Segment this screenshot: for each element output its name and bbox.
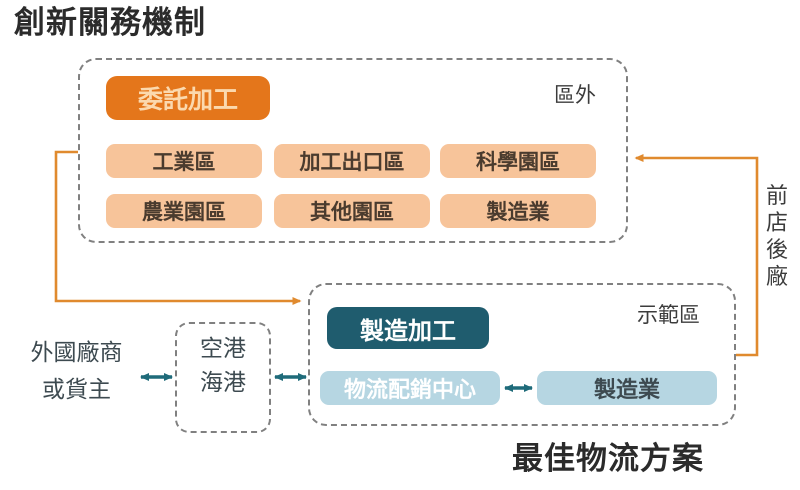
airport-label: 空港: [200, 336, 246, 362]
zone-outside-boundary: [78, 58, 628, 243]
front-shop-char-3: 後: [765, 238, 788, 263]
box-entrusted-processing[interactable]: 委託加工: [106, 76, 270, 120]
zone-demo-boundary: [308, 283, 736, 426]
box-manufacturing-outside[interactable]: 製造業: [440, 194, 596, 228]
seaport-label: 海港: [200, 370, 246, 396]
foreign-manufacturer-line2: 或貨主: [42, 377, 111, 403]
front-shop-char-2: 店: [765, 211, 788, 236]
zone-outside-label: 區外: [554, 83, 596, 107]
box-agricultural-park[interactable]: 農業園區: [106, 194, 262, 228]
airport-seaport-label: 空港 海港: [175, 332, 271, 400]
front-shop-char-4: 廠: [765, 265, 788, 290]
zone-demo-label: 示範區: [637, 303, 700, 327]
box-airport-seaport[interactable]: [175, 322, 271, 433]
foreign-manufacturer-line1: 外國廠商: [30, 340, 123, 366]
box-manufacturing-demo[interactable]: 製造業: [537, 371, 717, 405]
box-industrial-park[interactable]: 工業區: [106, 144, 262, 178]
box-other-park[interactable]: 其他園區: [274, 194, 430, 228]
box-logistics-distribution-center[interactable]: 物流配銷中心: [320, 371, 500, 405]
box-science-park[interactable]: 科學園區: [440, 144, 596, 178]
page-title-bottom: 最佳物流方案: [512, 441, 704, 477]
label-front-shop-rear-factory: 前 店 後 廠: [762, 183, 792, 291]
front-shop-char-1: 前: [765, 184, 788, 209]
page-title-top: 創新關務機制: [14, 5, 206, 41]
label-foreign-manufacturer: 外國廠商 或貨主: [4, 335, 149, 409]
box-export-processing-zone[interactable]: 加工出口區: [274, 144, 430, 178]
box-manufacturing-processing[interactable]: 製造加工: [327, 307, 489, 349]
